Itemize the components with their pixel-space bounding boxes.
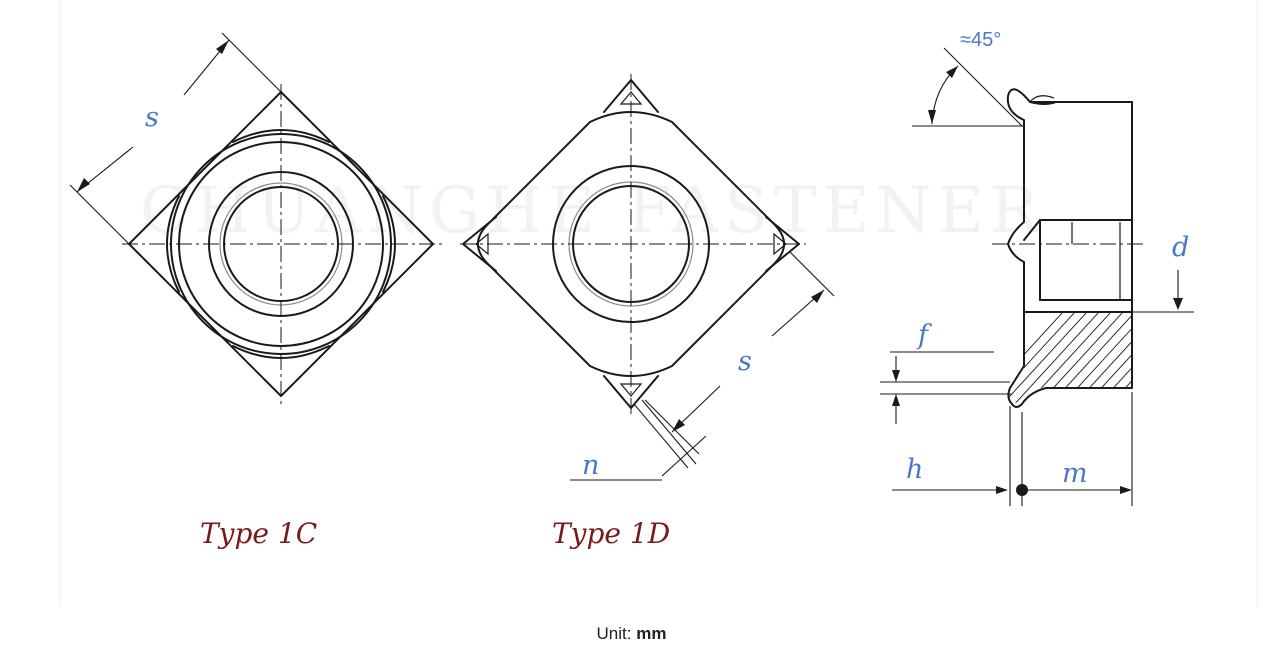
side-angle-label: ≈45°	[960, 29, 1001, 51]
type-1d-view: s n Type 1D	[460, 74, 835, 550]
unit-line: Unit: mm	[0, 624, 1263, 644]
type-1c-s-label: s	[145, 102, 159, 133]
weld-nut-drawing: CHUANGHE FASTENER s Type 1C	[69, 29, 1194, 550]
side-h-arrow	[996, 486, 1008, 494]
type-1d-s-label: s	[738, 346, 752, 377]
side-d-label: d	[1172, 232, 1189, 263]
type-1d-ext-line-right	[789, 251, 835, 297]
type-1c-ext-line-left	[69, 184, 130, 245]
type-1d-tab-right-tri	[773, 232, 787, 256]
type-1c-wedge-top	[232, 129, 330, 143]
type-1c-arrow-bottom	[77, 178, 90, 192]
type-1c-ext-line-top	[221, 32, 282, 93]
side-f-arrow-top	[892, 370, 900, 382]
type-1d-n-ext-line-a	[633, 403, 689, 469]
side-angle-arrow-a	[928, 110, 936, 124]
side-projection-tip	[1029, 95, 1055, 103]
type-1d-arrow-top	[811, 290, 824, 303]
type-1c-view: s Type 1C	[69, 32, 442, 550]
type-1c-wedge-left	[166, 195, 180, 293]
type-1d-n-ext-line-b	[641, 399, 697, 465]
side-chamfer	[1023, 219, 1041, 241]
side-h-label: h	[906, 454, 923, 485]
side-m-arrow	[1120, 486, 1132, 494]
side-angle-arrow-b	[946, 66, 958, 78]
side-body-outline	[1007, 101, 1133, 408]
type-1d-square-outline	[477, 111, 785, 377]
side-f-label: f	[916, 320, 932, 351]
type-1d-arrow-bottom	[672, 419, 685, 432]
side-h-m-dot	[1016, 484, 1028, 496]
unit-value: mm	[636, 624, 667, 643]
unit-prefix: Unit:	[596, 624, 637, 643]
type-1d-n-label: n	[582, 450, 599, 481]
side-section-hatch	[1008, 312, 1132, 404]
side-view: ≈45° d f h m	[880, 29, 1194, 506]
side-d-arrow	[1173, 298, 1183, 310]
side-angle-arc	[931, 65, 959, 125]
type-1c-arrow-top	[216, 40, 229, 54]
type-1c-caption: Type 1C	[200, 517, 317, 550]
type-1d-n-leader	[661, 435, 707, 477]
watermark: CHUANGHE FASTENER	[140, 174, 1044, 248]
type-1d-caption: Type 1D	[552, 517, 670, 550]
side-f-arrow-bottom	[892, 394, 900, 406]
side-m-label: m	[1062, 458, 1088, 489]
type-1d-ext-line-bottom	[644, 399, 700, 455]
side-angle-line	[943, 47, 1023, 127]
side-projection-outline	[1006, 88, 1133, 313]
